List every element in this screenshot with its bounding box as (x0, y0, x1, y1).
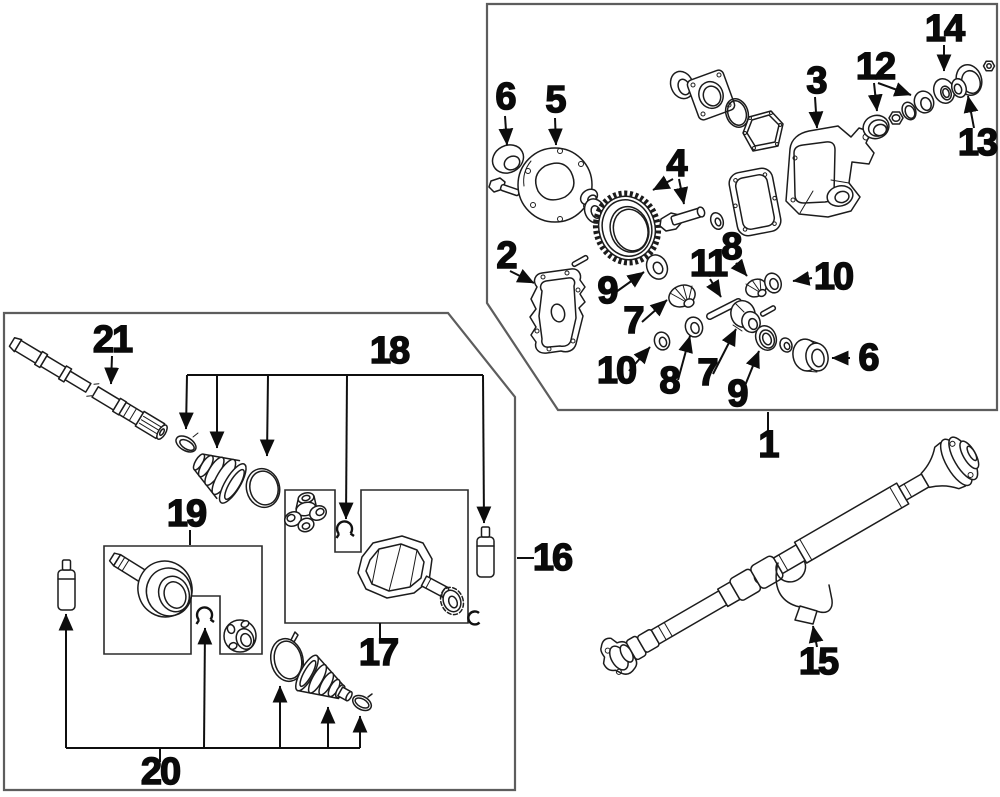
callout-12: 12 (856, 46, 895, 88)
part-side-bearing-left (491, 144, 525, 174)
part-differential-case (517, 147, 599, 223)
callout-17: 17 (359, 632, 398, 674)
callout-10-right: 10 (814, 256, 853, 298)
part-thrust-washer-upper (645, 254, 669, 280)
part-center-bearing-mount (775, 562, 833, 625)
part-cv-cage (223, 619, 257, 653)
part-propeller-shaft (600, 436, 980, 675)
part-lock-washer-right (763, 272, 783, 294)
part-tripod-joint (283, 492, 328, 533)
differential-group-box (485, 2, 999, 412)
callout-8-lower: 8 (659, 360, 679, 402)
axle-group-box (2, 311, 517, 792)
callout-10-lower: 10 (597, 350, 636, 392)
part-boot-clamp-inner (351, 693, 373, 712)
part-flange-nut (982, 60, 996, 72)
callout-1: 1 (758, 424, 779, 466)
part-pinion-bearing (862, 114, 890, 140)
part-pinion-washer (709, 212, 725, 230)
part-boot-clamp-small (175, 432, 199, 453)
part-c-clip (467, 610, 481, 626)
callout-leader-lines (58, 45, 979, 762)
part-pinion-gear-upper (668, 284, 696, 308)
callout-21: 21 (93, 319, 133, 361)
part-small-ring (779, 337, 793, 353)
callout-15: 15 (799, 641, 839, 683)
callout-14: 14 (925, 8, 965, 50)
callout-7-lower: 7 (697, 352, 717, 394)
part-companion-flange-front (950, 64, 983, 99)
part-dowel-pin (571, 254, 589, 268)
callout-labels: 6 5 3 12 14 13 4 2 9 7 11 8 10 10 8 7 9 … (92, 7, 1000, 794)
callout-6-right: 6 (858, 337, 878, 379)
callout-20: 20 (141, 751, 180, 793)
part-bearing-race (913, 90, 935, 114)
part-outer-boot (192, 453, 247, 504)
part-pinion-nut (888, 111, 904, 125)
part-carrier-housing (785, 125, 875, 218)
callout-8-upper: 8 (721, 226, 741, 268)
part-seal-ring-lower (754, 325, 778, 351)
callout-13: 13 (958, 122, 997, 164)
callout-2: 2 (496, 235, 516, 277)
callout-18: 18 (370, 330, 409, 372)
callout-16: 16 (533, 537, 572, 579)
part-front-seal (932, 78, 956, 104)
part-axle-shaft (8, 336, 168, 440)
callout-7-upper: 7 (623, 300, 643, 342)
callout-9-lower: 9 (727, 373, 747, 415)
part-small-pin (759, 305, 777, 317)
part-side-gasket (742, 110, 784, 152)
part-flange-bolt (488, 177, 521, 197)
part-boot-ring-large (245, 467, 281, 509)
callout-11: 11 (690, 243, 728, 285)
outer-joint-sub-box (103, 545, 263, 655)
part-o-ring (724, 98, 750, 128)
part-carrier-cover (529, 268, 586, 354)
part-grease-tube-right (476, 526, 495, 578)
part-bearing-retainer (686, 69, 736, 121)
callout-9-upper: 9 (597, 270, 617, 312)
inner-joint-sub-box (284, 489, 469, 624)
callout-3: 3 (806, 60, 826, 102)
part-spacer-ring (901, 101, 917, 121)
part-thrust-washer-mid (684, 316, 704, 338)
callout-19: 19 (167, 493, 206, 535)
part-toothed-seal-ring (439, 586, 465, 616)
callout-4: 4 (666, 143, 687, 185)
part-outer-cv-joint (108, 552, 193, 618)
callout-6-left: 6 (495, 76, 515, 118)
part-side-bearing-right (792, 338, 829, 373)
part-pinion-bolt (659, 206, 706, 232)
part-inner-boot (295, 654, 353, 702)
part-pinion-gear-small (745, 278, 767, 298)
part-grease-tube-left (57, 559, 76, 611)
part-side-gear-lower (730, 299, 761, 334)
part-inner-boot-ring (269, 631, 305, 683)
part-lock-washer-left (653, 331, 671, 351)
part-carrier-gasket (728, 167, 782, 237)
part-inner-cv-joint (357, 535, 450, 599)
part-snap-ring-outer (195, 606, 215, 625)
part-ring-gear (592, 190, 662, 266)
callout-5: 5 (545, 79, 566, 121)
part-snap-ring-inner (335, 520, 355, 539)
